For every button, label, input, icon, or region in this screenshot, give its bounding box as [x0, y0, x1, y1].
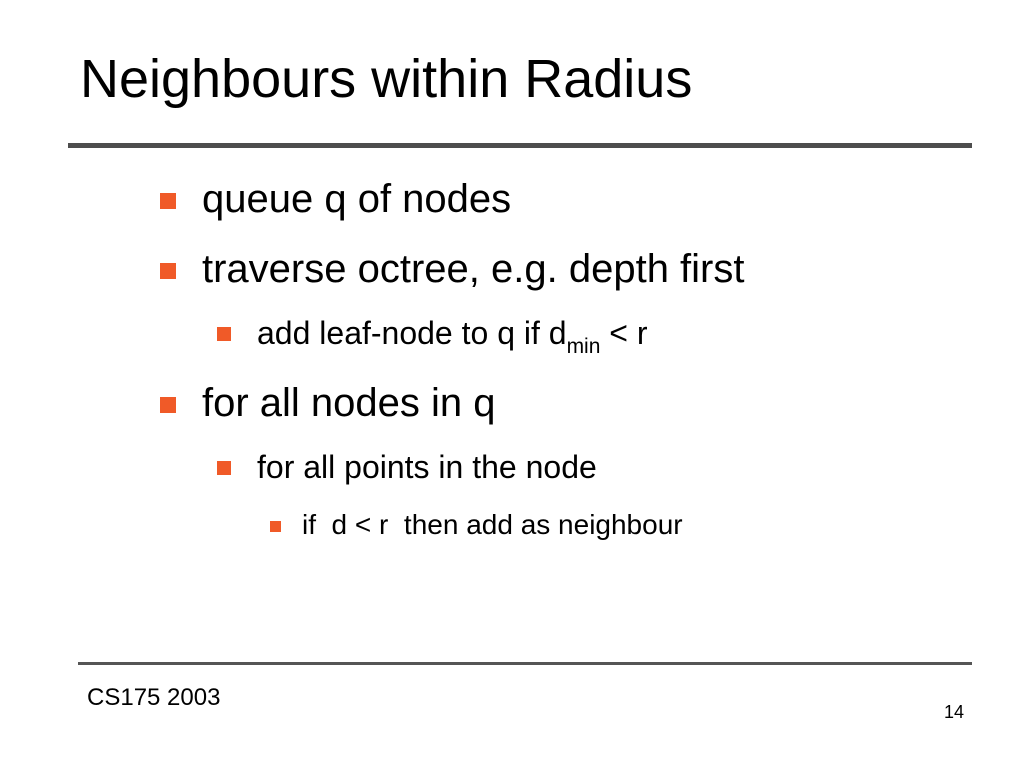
sub-bullet-item: add leaf-node to q if dmin < r	[217, 315, 648, 357]
footer-divider	[78, 662, 972, 665]
bullet-text: for all nodes in q	[202, 381, 496, 425]
title-divider	[68, 143, 972, 148]
footer-course: CS175 2003	[87, 684, 221, 711]
square-bullet-icon	[270, 521, 281, 532]
slide-title: Neighbours within Radius	[80, 49, 693, 109]
bullet-text: traverse octree, e.g. depth first	[202, 247, 745, 291]
bullet-text: if d < r then add as neighbour	[302, 509, 683, 540]
bullet-item: traverse octree, e.g. depth first	[160, 247, 745, 291]
subscript-min: min	[566, 335, 601, 358]
page-number: 14	[943, 702, 964, 722]
square-bullet-icon	[217, 461, 231, 475]
bullet-list: queue q of nodes traverse octree, e.g. d…	[160, 177, 745, 540]
bullet-text-after: < r	[600, 315, 648, 351]
square-bullet-icon	[160, 193, 176, 209]
bullet-item: queue q of nodes	[160, 177, 512, 221]
sub-bullet-item: for all points in the node	[217, 449, 597, 485]
square-bullet-icon	[217, 327, 231, 341]
bullet-text: queue q of nodes	[202, 177, 512, 221]
bullet-text-before: add leaf-node to q if d	[257, 315, 567, 351]
square-bullet-icon	[160, 263, 176, 279]
bullet-item: for all nodes in q	[160, 381, 496, 425]
sub-sub-bullet-item: if d < r then add as neighbour	[270, 509, 683, 540]
square-bullet-icon	[160, 397, 176, 413]
bullet-text: for all points in the node	[257, 449, 597, 485]
